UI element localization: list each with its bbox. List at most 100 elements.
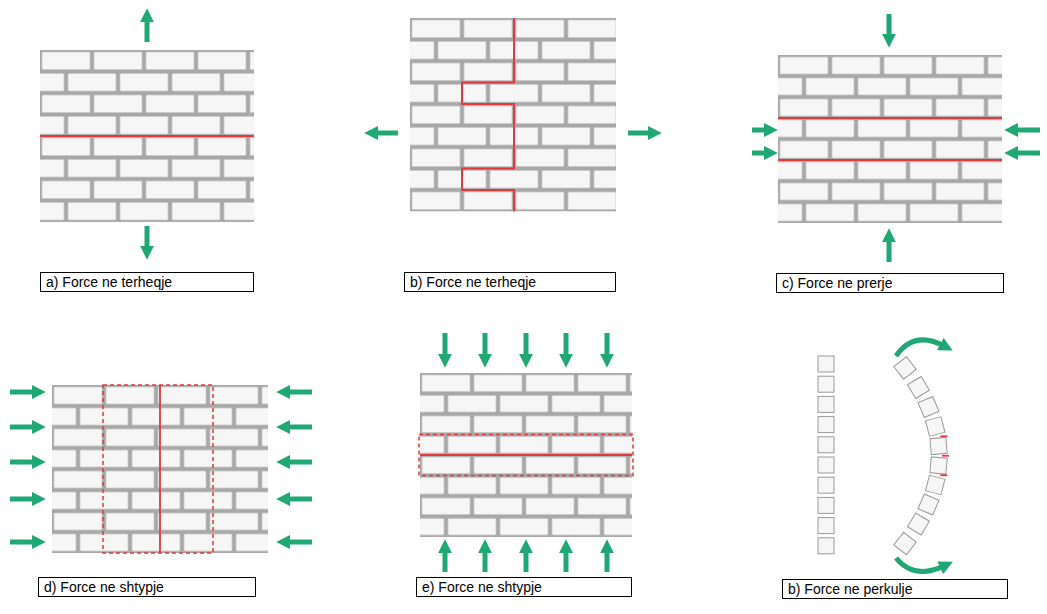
force-arrow (752, 128, 768, 133)
brick (54, 387, 102, 404)
brick (578, 498, 626, 515)
brick (132, 450, 180, 467)
brick (412, 20, 460, 38)
brick (552, 437, 600, 454)
brick (184, 408, 232, 425)
caption-text: b) Force ne perkulje (788, 580, 913, 598)
brick (198, 95, 246, 113)
force-arrow (443, 549, 448, 572)
brick (806, 204, 854, 221)
brick (778, 120, 802, 137)
brick (936, 99, 984, 116)
column-brick (907, 377, 929, 399)
brick (552, 396, 600, 413)
brick (884, 99, 932, 116)
brick (132, 492, 180, 509)
brick (42, 52, 90, 70)
force-arrow (10, 425, 36, 430)
brick (420, 478, 444, 495)
brick (806, 120, 854, 137)
force-arrow (443, 333, 448, 358)
brick (412, 192, 460, 210)
force-arrow (374, 131, 398, 136)
brick (250, 181, 254, 199)
brick (158, 471, 206, 488)
brick (604, 478, 632, 495)
brick (448, 437, 496, 454)
brick (54, 471, 102, 488)
brick (526, 498, 574, 515)
brick (526, 457, 574, 474)
crack-line (40, 135, 254, 137)
brick (780, 183, 828, 200)
brick (936, 57, 984, 74)
brick (410, 128, 434, 146)
brick (438, 42, 486, 60)
brick (448, 396, 496, 413)
brick (832, 99, 880, 116)
brick (526, 416, 574, 433)
brick (630, 375, 632, 392)
brick (80, 492, 128, 509)
brick (412, 149, 460, 167)
brick (500, 396, 548, 413)
brick (420, 519, 444, 536)
brick (552, 478, 600, 495)
brick (604, 519, 632, 536)
crack-line (940, 474, 947, 476)
brick (250, 138, 254, 156)
brick (94, 95, 142, 113)
brick (158, 513, 206, 530)
brick (120, 117, 168, 135)
brick (68, 160, 116, 178)
brick (236, 450, 268, 467)
force-arrow (286, 390, 312, 395)
brick (858, 120, 906, 137)
caption-box: b) Force ne terheqje (404, 272, 616, 292)
brick (250, 95, 254, 113)
brick-wall (52, 385, 268, 553)
column-brick (818, 437, 834, 453)
brick (250, 52, 254, 70)
brick (262, 429, 268, 446)
brick (262, 471, 268, 488)
brick (500, 437, 548, 454)
brick (236, 492, 268, 509)
brick (832, 57, 880, 74)
brick (516, 20, 564, 38)
brick (420, 437, 444, 454)
column-brick (818, 457, 834, 473)
brick (410, 42, 434, 60)
column-brick (818, 376, 834, 392)
brick (568, 106, 616, 124)
caption-text: d) Force ne shtypje (44, 578, 164, 596)
brick (80, 408, 128, 425)
brick (198, 181, 246, 199)
brick (224, 117, 254, 135)
brick (910, 204, 958, 221)
brick (778, 162, 802, 179)
brick-wall (40, 50, 254, 222)
brick (962, 204, 1002, 221)
brick (420, 396, 444, 413)
force-arrow (887, 14, 892, 38)
brick (936, 183, 984, 200)
caption-box: d) Force ne shtypje (38, 577, 256, 597)
brick (448, 519, 496, 536)
caption-text: a) Force ne terheqje (46, 273, 172, 291)
brick (106, 513, 154, 530)
moment-arrow (896, 558, 944, 571)
brick (422, 457, 470, 474)
brick (68, 203, 116, 221)
caption-text: b) Force ne terheqje (410, 273, 536, 291)
brick (988, 99, 1002, 116)
brick (526, 375, 574, 392)
brick (410, 171, 434, 189)
brick (778, 78, 802, 95)
brick (464, 106, 512, 124)
brick (412, 63, 460, 81)
column-brick (818, 538, 834, 554)
brick (42, 138, 90, 156)
brick (594, 85, 616, 103)
